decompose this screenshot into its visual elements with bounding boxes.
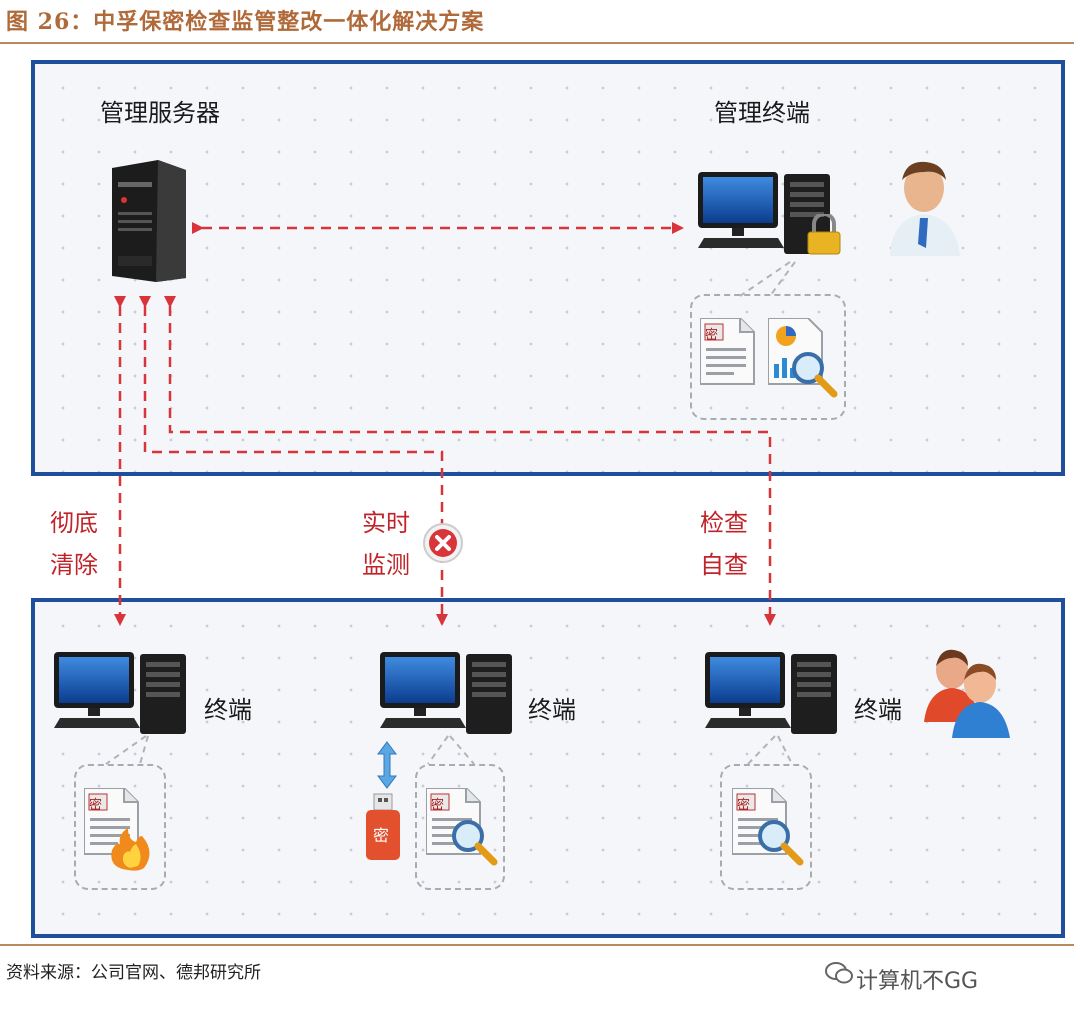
terminal-2-doc-badge: 密 — [431, 798, 445, 813]
usb-drive-icon — [366, 793, 400, 860]
admin-user-icon — [890, 161, 960, 256]
users-icon — [924, 649, 1010, 738]
server-label: 管理服务器 — [100, 99, 220, 127]
check-label-line1: 检查 — [700, 509, 748, 537]
terminal-1-computer-icon — [54, 652, 186, 734]
terminal-2-docs-box — [415, 764, 505, 890]
padlock-icon — [807, 214, 841, 255]
figure-title: 图 26：中孚保密检查监管整改一体化解决方案 — [6, 9, 485, 35]
admin-terminal-label: 管理终端 — [714, 99, 810, 127]
watermark: 计算机不GG — [856, 969, 979, 994]
blocked-x-icon — [423, 523, 463, 563]
check-label-line2: 自查 — [700, 551, 748, 579]
terminal-1-doc-badge: 密 — [89, 798, 103, 813]
monitor-label-line2: 监测 — [362, 551, 410, 579]
clear-label-line2: 清除 — [50, 551, 98, 579]
monitor-label: 实时 监测 — [362, 502, 410, 586]
clear-label: 彻底 清除 — [50, 502, 98, 586]
check-label: 检查 自查 — [700, 502, 748, 586]
terminal-3-computer-icon — [705, 652, 837, 734]
terminal-3-docs-box — [720, 764, 812, 890]
clear-label-line1: 彻底 — [50, 509, 98, 537]
wechat-icon — [825, 962, 853, 984]
report-magnifier-icon — [768, 318, 848, 400]
doc-badge: 密 — [705, 328, 719, 343]
terminal-3-label: 终端 — [854, 696, 902, 724]
usb-badge: 密 — [373, 826, 390, 845]
terminal-3-doc-badge: 密 — [737, 798, 751, 813]
terminal-2-label: 终端 — [528, 696, 576, 724]
monitor-label-line1: 实时 — [362, 509, 410, 537]
terminals-panel — [31, 598, 1065, 938]
terminal-1-docs-box — [74, 764, 166, 890]
terminal-1-label: 终端 — [204, 696, 252, 724]
source-note: 资料来源：公司官网、德邦研究所 — [6, 963, 261, 983]
footer-rule — [0, 944, 1074, 946]
title-rule — [0, 42, 1074, 44]
bidirectional-arrow-icon — [377, 741, 397, 789]
burning-document-icon — [84, 788, 150, 871]
server-icon — [112, 160, 186, 282]
terminal-2-computer-icon — [380, 652, 512, 734]
